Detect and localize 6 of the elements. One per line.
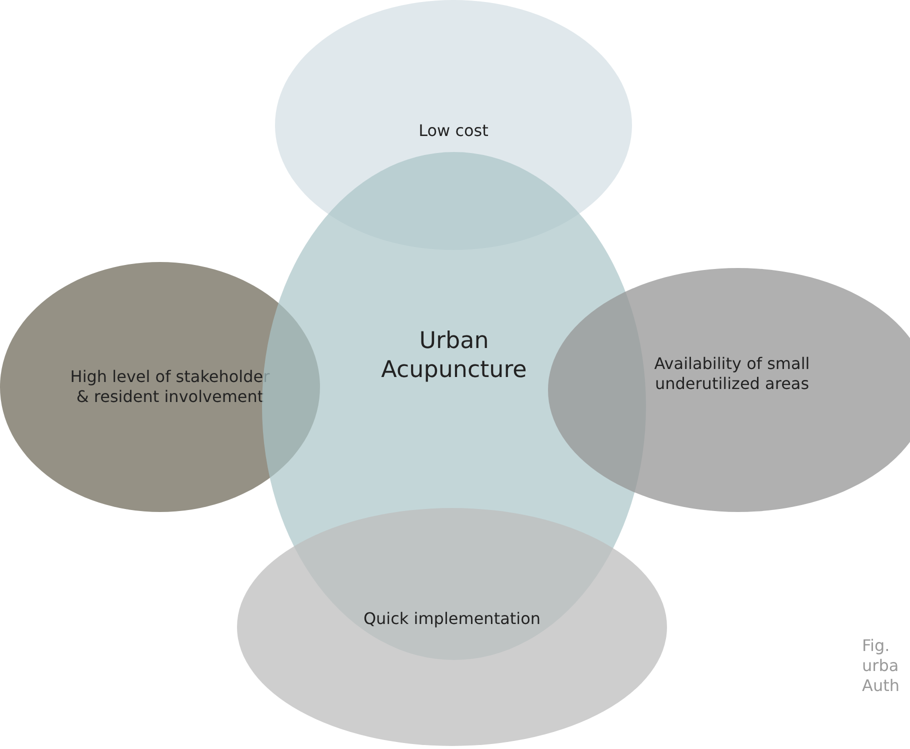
node-label: Low cost <box>418 121 490 141</box>
node-label: Urban Acupuncture <box>380 327 528 385</box>
node-label: Quick implementation <box>362 609 542 629</box>
node-label: Availability of small underutilized areas <box>653 354 811 394</box>
node-label: High level of stakeholder & resident involvement <box>70 367 270 407</box>
caption-text: Fig. urba Auth <box>862 636 900 696</box>
